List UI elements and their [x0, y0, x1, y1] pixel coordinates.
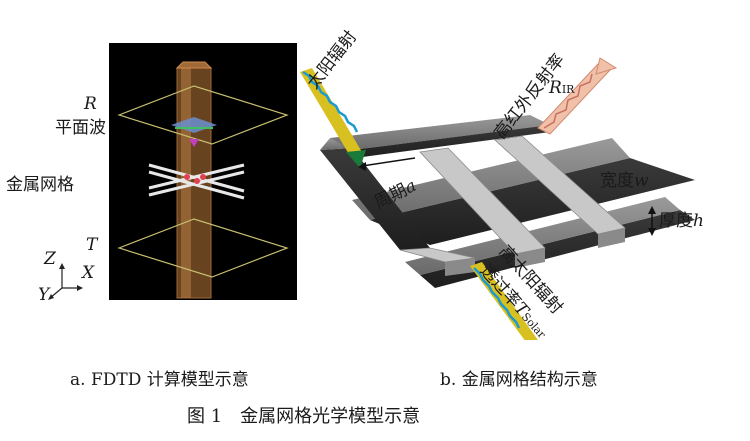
- axis-y-label: Y: [38, 285, 50, 305]
- thickness-var: h: [693, 211, 704, 231]
- subcaption-a: a. FDTD 计算模型示意: [70, 370, 249, 390]
- r-ir-main: R: [549, 78, 562, 98]
- label-r-reflection: R: [84, 94, 97, 114]
- coordinate-axes-icon: [48, 263, 83, 300]
- fdtd-simulation-panel: [109, 43, 297, 300]
- thickness-text: 厚度: [659, 211, 693, 231]
- width-var: w: [634, 171, 649, 191]
- label-plane-wave: 平面波: [55, 118, 106, 138]
- label-thickness: 厚度h: [659, 213, 704, 230]
- figure-caption: 图 1 金属网格光学模型示意: [187, 406, 421, 427]
- label-r-ir: RIR: [549, 80, 574, 97]
- width-text: 宽度: [600, 171, 634, 191]
- subcaption-b: b. 金属网格结构示意: [440, 370, 598, 390]
- label-metal-mesh: 金属网格: [6, 175, 74, 195]
- label-width: 宽度w: [600, 173, 649, 190]
- fdtd-model-drawing: [117, 61, 289, 299]
- axis-x-label: X: [82, 263, 95, 283]
- r-ir-subscript: IR: [561, 83, 575, 96]
- axis-z-label: Z: [44, 249, 56, 269]
- label-t-transmission: T: [86, 235, 98, 255]
- metal-mesh-structure-drawing: [300, 57, 695, 340]
